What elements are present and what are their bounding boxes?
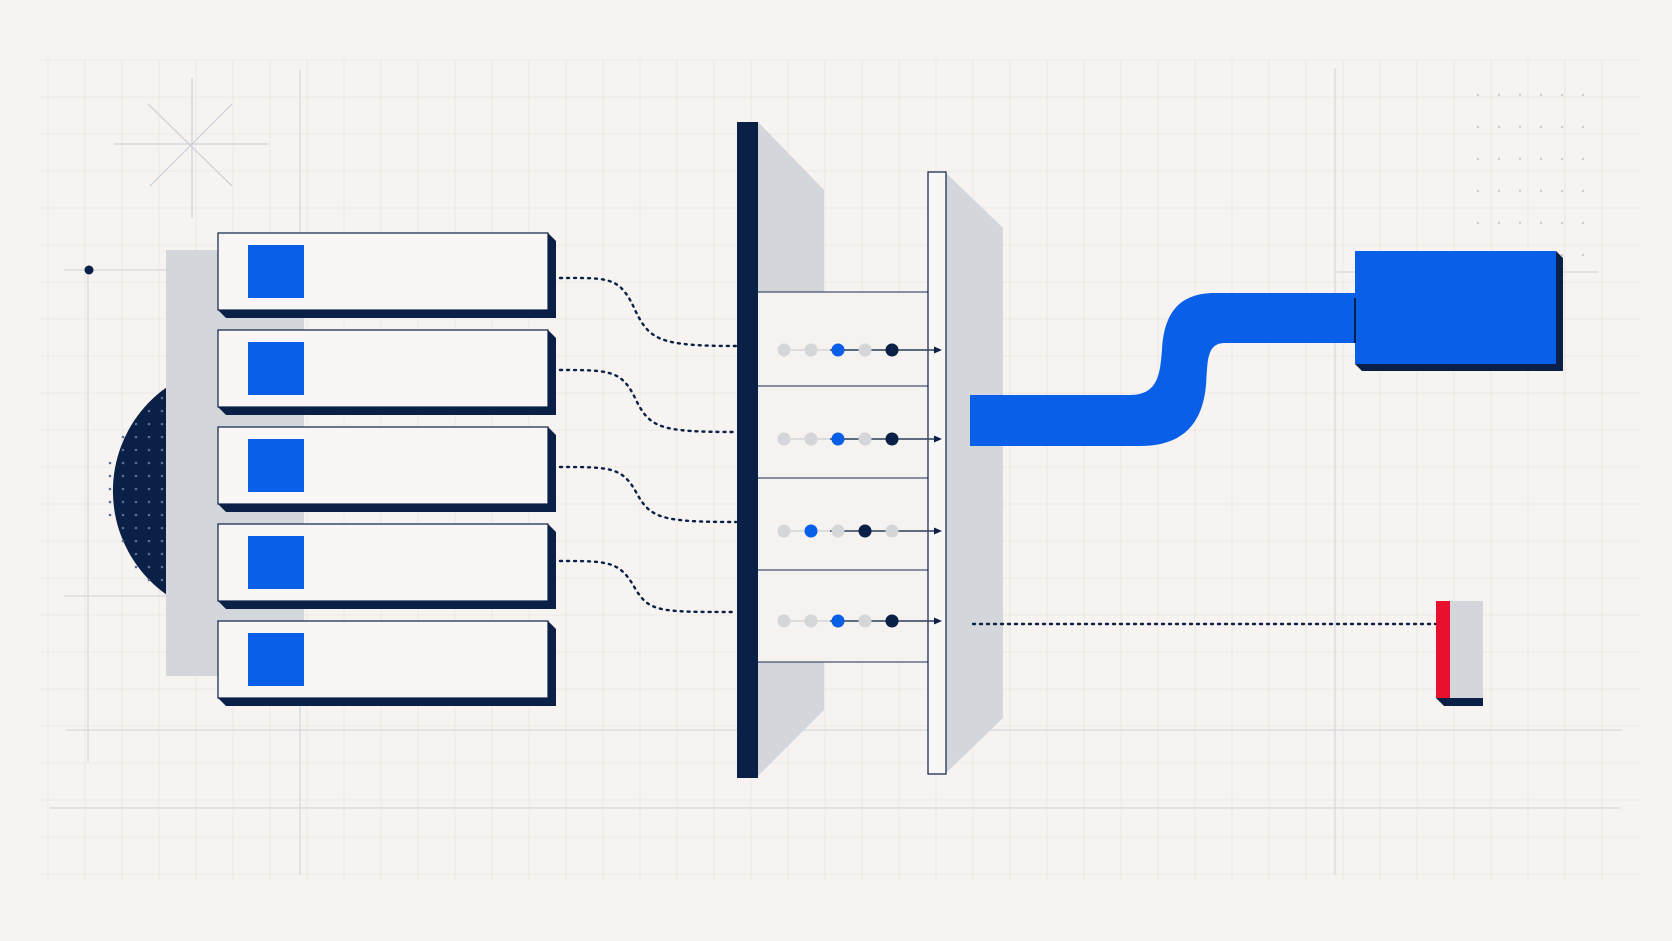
rejected-output bbox=[971, 601, 1483, 706]
filter-dot bbox=[831, 432, 845, 446]
filter-row bbox=[777, 432, 942, 446]
input-row bbox=[217, 426, 556, 512]
anchor-dot bbox=[84, 265, 94, 275]
input-row bbox=[217, 620, 556, 706]
input-row-square-icon bbox=[248, 536, 304, 589]
asterisk-sparkle-icon bbox=[114, 78, 268, 218]
input-row-square-icon bbox=[248, 633, 304, 686]
filter-dot bbox=[777, 524, 791, 538]
filter-row bbox=[777, 343, 942, 357]
dot-matrix-pattern bbox=[1476, 93, 1585, 257]
input-connectors bbox=[558, 276, 738, 614]
filter-dot bbox=[858, 614, 872, 628]
red-marker-icon bbox=[1436, 601, 1450, 698]
arrow-icon bbox=[934, 435, 942, 443]
input-row-square-icon bbox=[248, 342, 304, 395]
filter-dot bbox=[885, 524, 899, 538]
input-row bbox=[217, 523, 556, 609]
filter-row bbox=[777, 524, 942, 538]
filter-wall bbox=[737, 122, 758, 778]
input-rows bbox=[217, 232, 556, 706]
filter-dot bbox=[777, 614, 791, 628]
filter-dot bbox=[777, 343, 791, 357]
filter-dot bbox=[858, 524, 872, 538]
input-row bbox=[217, 232, 556, 318]
filter-dot bbox=[777, 432, 791, 446]
guide-lines bbox=[50, 68, 1622, 875]
input-row bbox=[217, 329, 556, 415]
blue-block-icon bbox=[1355, 251, 1556, 364]
filter-row bbox=[777, 614, 942, 628]
filter-dot bbox=[804, 343, 818, 357]
blue-output-pipe bbox=[970, 251, 1563, 446]
filter-dot bbox=[804, 432, 818, 446]
filter-dot-rows bbox=[777, 343, 942, 628]
filter-dot bbox=[858, 343, 872, 357]
arrow-icon bbox=[934, 527, 942, 535]
filter-dot bbox=[885, 614, 899, 628]
input-row-square-icon bbox=[248, 245, 304, 298]
filter-dot bbox=[804, 524, 818, 538]
filter-dot bbox=[885, 343, 899, 357]
filter-dot bbox=[804, 614, 818, 628]
input-row-square-icon bbox=[248, 439, 304, 492]
filter-dot bbox=[831, 343, 845, 357]
filter-assembly bbox=[737, 122, 1003, 778]
arrow-icon bbox=[934, 346, 942, 354]
filter-dot bbox=[885, 432, 899, 446]
filter-dot bbox=[858, 432, 872, 446]
arrow-icon bbox=[934, 617, 942, 625]
filter-dot bbox=[831, 524, 845, 538]
filter-dot bbox=[831, 614, 845, 628]
